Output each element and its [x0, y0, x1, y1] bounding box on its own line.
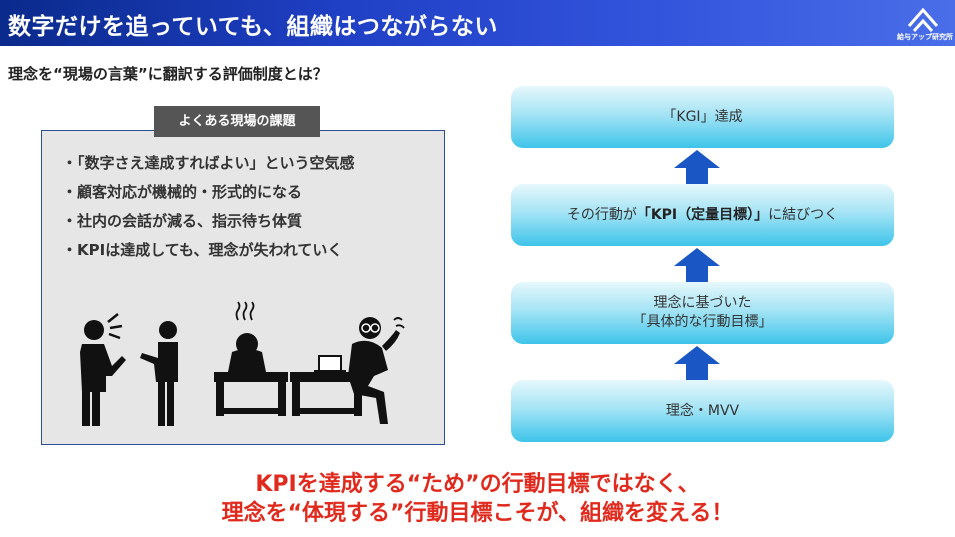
- flow-step-label: その行動が: [566, 206, 637, 223]
- stressed-desk-worker-icon: [214, 301, 288, 416]
- flow-step-label: 「KGI」達成: [662, 108, 743, 125]
- page-title: 数字だけを追っていても、組織はつながらない: [8, 14, 498, 40]
- workplace-illustration: [80, 301, 405, 426]
- flow-step-kpi: その行動が「KPI（定量目標）」に結びつく: [511, 184, 894, 246]
- issue-item: ・社内の会話が減る、指示待ち体質: [62, 212, 303, 230]
- conclusion-line: 理念を“体現する”行動目標こそが、組織を変える！: [221, 501, 734, 526]
- flow-step-kgi: 「KGI」達成: [511, 86, 894, 148]
- issue-item: ・KPIは達成しても、理念が失われていく: [62, 241, 343, 259]
- subheading: 理念を“現場の言葉”に翻訳する評価制度とは？: [8, 65, 328, 83]
- header-bar: 数字だけを追っていても、組織はつながらない 給与アップ研究所: [0, 0, 955, 46]
- flow-step-label: 理念・MVV: [665, 402, 740, 419]
- issue-item: ・「数字さえ達成すればよい」という空気感: [62, 154, 355, 172]
- mountain-chevron-icon: [907, 7, 939, 33]
- relaxed-thinking-person-icon: [290, 317, 405, 424]
- conclusion-line: KPIを達成する“ため”の行動目標ではなく、: [255, 472, 700, 497]
- up-arrow-icon: [674, 248, 720, 282]
- issue-item: ・顧客対応が機械的・形式的になる: [62, 183, 303, 201]
- up-arrow-icon: [674, 150, 720, 184]
- flow-step-mvv: 理念・MVV: [511, 380, 894, 442]
- arguing-people-icon: [80, 313, 178, 426]
- flow-step-action-goal: 理念に基づいた 「具体的な行動目標」: [511, 282, 894, 344]
- kpi-emphasis: 「KPI（定量目標）」: [636, 206, 769, 223]
- up-arrow-icon: [674, 346, 720, 380]
- panel-tag: よくある現場の課題: [154, 106, 320, 137]
- logo-text: 給与アップ研究所: [897, 33, 953, 41]
- flow-step-label: 理念に基づいた: [653, 295, 752, 312]
- flow-step-label: に結びつく: [768, 206, 839, 223]
- flow-step-label: 「具体的な行動目標」: [632, 314, 773, 330]
